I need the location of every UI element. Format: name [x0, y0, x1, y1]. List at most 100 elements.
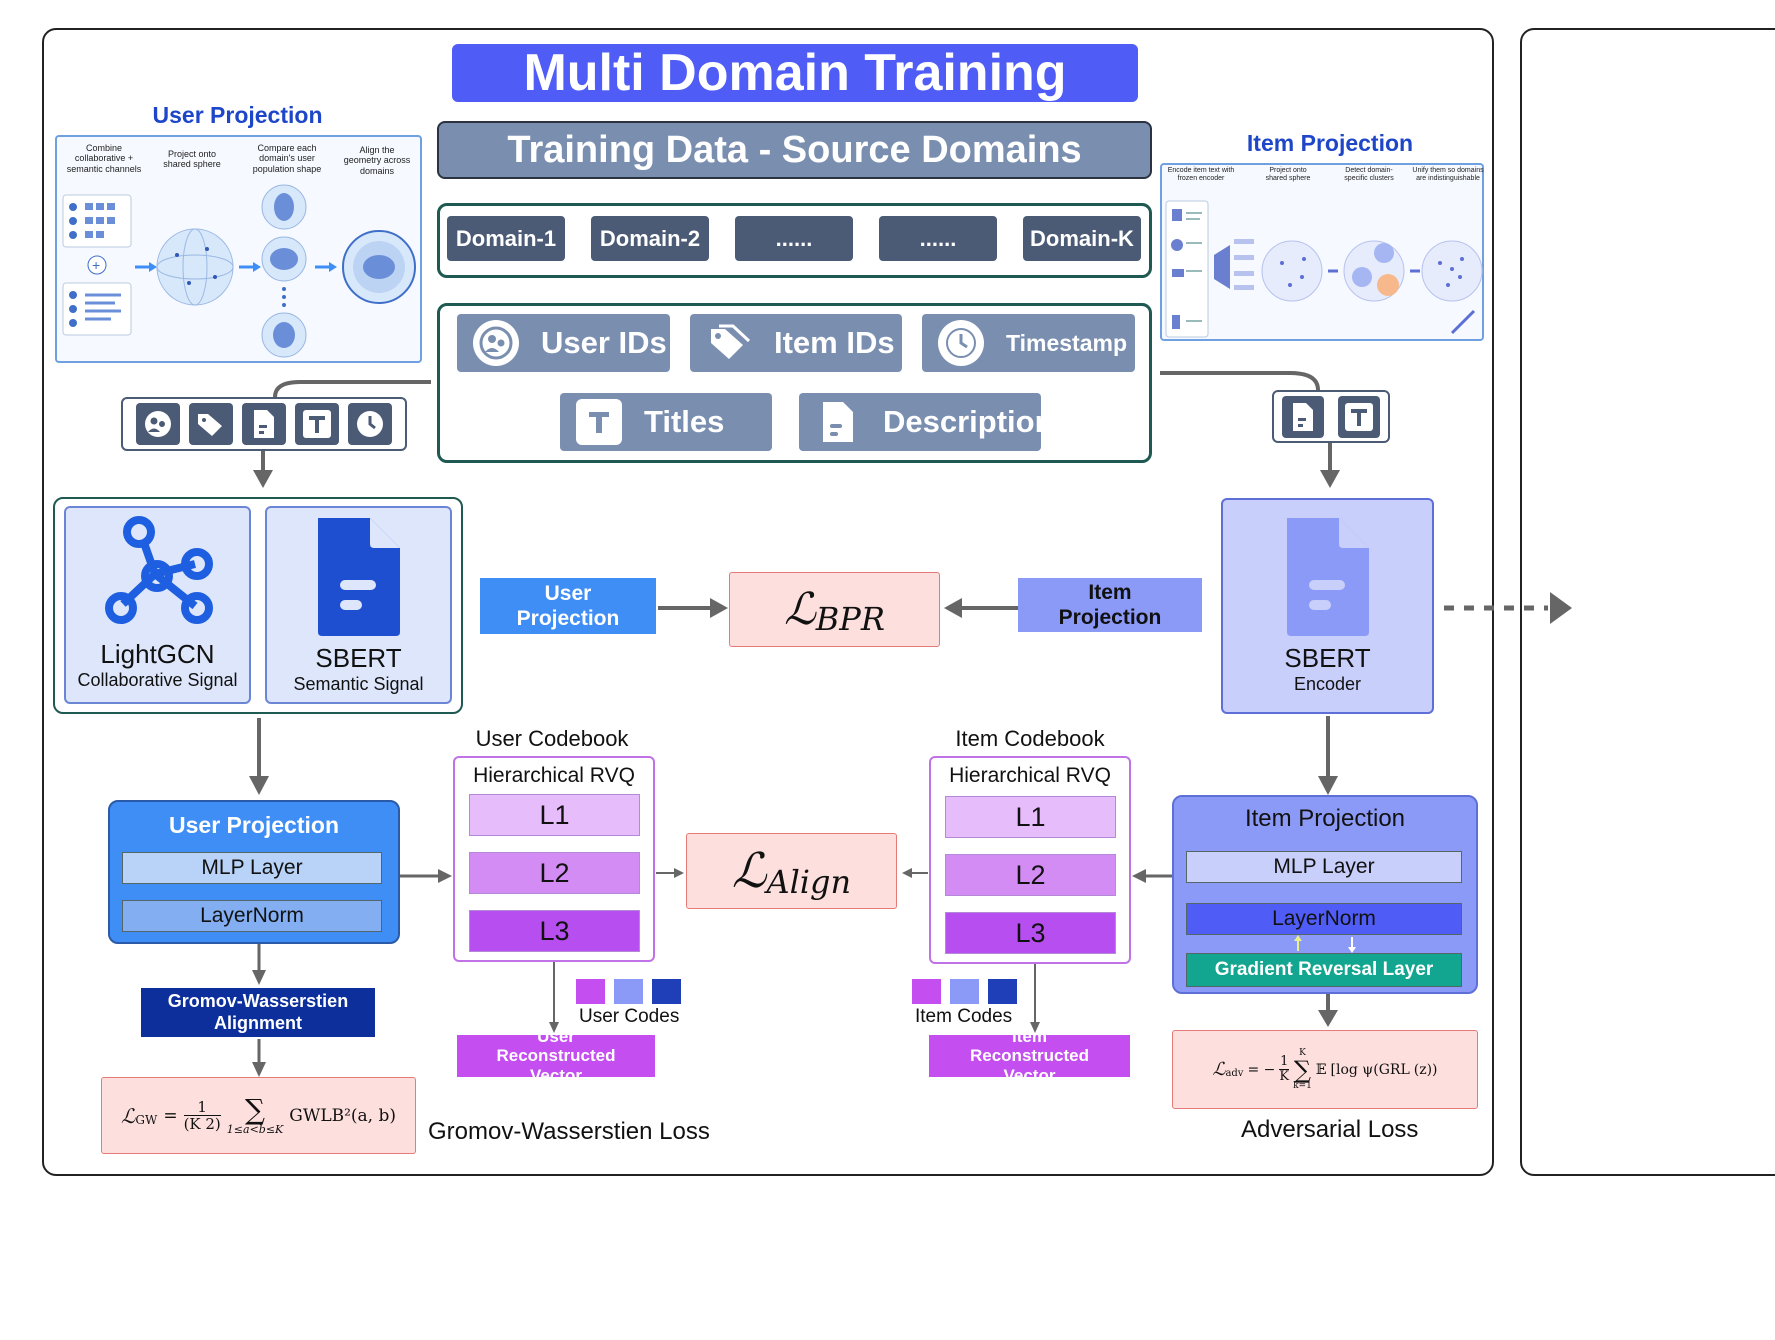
- mlp-layer: MLP Layer: [1186, 851, 1462, 883]
- feature-item-ids: Item IDs: [690, 314, 902, 372]
- sum-top: K: [1299, 1047, 1306, 1058]
- code-swatch: [576, 979, 605, 1004]
- feature-label: Titles: [644, 404, 725, 439]
- document-icon: [317, 518, 400, 636]
- users-icon: [135, 403, 180, 445]
- figure-caption: Unify them so domains are indistinguisha…: [1412, 167, 1484, 183]
- adv-term: [log ψ(GRL: [1330, 1061, 1410, 1078]
- code-swatch: [988, 979, 1017, 1004]
- item-projection-heading: Item Projection: [1246, 130, 1414, 156]
- loss-subscript: Align: [766, 863, 852, 901]
- rvq-level-2: L2: [945, 854, 1116, 896]
- figure-caption: Detect domain-specific clusters: [1344, 167, 1394, 183]
- loss-subscript: GW: [135, 1112, 158, 1127]
- sum-range: 1≤a<b≤K: [226, 1123, 284, 1136]
- adv-term-2: (z)): [1413, 1061, 1438, 1078]
- encoder-name: SBERT: [1284, 643, 1371, 673]
- rvq-level-1: L1: [469, 794, 640, 836]
- gw-loss-caption: Gromov-Wasserstien Loss: [428, 1118, 710, 1145]
- rvq-level-2: L2: [469, 852, 640, 894]
- sum-range: k=1: [1293, 1080, 1312, 1091]
- bpr-user-projection: User Projection: [480, 578, 656, 634]
- rvq-title: Hierarchical RVQ: [949, 764, 1111, 787]
- item-codes-label: Item Codes: [915, 1006, 1013, 1027]
- feature-label: Description: [883, 404, 1054, 439]
- encoder-subtitle: Semantic Signal: [293, 674, 424, 694]
- feature-label: Item IDs: [774, 325, 895, 360]
- item-rvq: Hierarchical RVQ L1 L2 L3: [929, 756, 1131, 964]
- loss-symbol: ℒ: [731, 843, 767, 899]
- adversarial-loss-caption: Adversarial Loss: [1241, 1116, 1419, 1143]
- sbert-user-encoder: SBERT Semantic Signal: [265, 506, 452, 704]
- user-reconstructed-vector: User Reconstructed Vector: [457, 1027, 655, 1085]
- domain-chip: Domain-1: [447, 216, 565, 261]
- gradient-reversal-layer: Gradient Reversal Layer: [1186, 953, 1462, 987]
- figure-caption: Compare each domain's user population sh…: [252, 143, 322, 174]
- svg-text:+: +: [92, 257, 100, 273]
- equals-sign: =: [163, 1105, 178, 1126]
- encoder-subtitle: Encoder: [1293, 674, 1362, 694]
- item-reconstructed-vector: Item Reconstructed Vector: [929, 1027, 1130, 1085]
- tag-icon: [706, 320, 752, 366]
- rvq-title: Hierarchical RVQ: [473, 764, 635, 787]
- feature-label: Timestamp: [1006, 329, 1128, 356]
- figure-caption: Project onto shared sphere: [163, 149, 221, 170]
- gradient-arrows: [1294, 935, 1356, 953]
- feature-label: User IDs: [541, 325, 667, 360]
- fraction: 1(K 2): [183, 1097, 221, 1133]
- domain-chip: ......: [879, 216, 997, 261]
- figure-caption: Combine collaborative + semantic channel…: [66, 143, 142, 174]
- encoder-name: LightGCN: [100, 639, 215, 669]
- layernorm: LayerNorm: [1186, 903, 1462, 935]
- mlp-layer: MLP Layer: [122, 852, 382, 884]
- loss-symbol: ℒ: [784, 584, 816, 635]
- figure-caption: Encode item text with frozen encoder: [1167, 167, 1235, 183]
- domain-chip: Domain-K: [1023, 216, 1141, 261]
- loss-symbol: ℒ: [1212, 1059, 1226, 1080]
- rvq-level-3: L3: [469, 910, 640, 952]
- document-icon: [1282, 395, 1324, 438]
- title-icon: [576, 399, 622, 445]
- feature-user-ids: User IDs: [457, 314, 670, 372]
- expectation: 𝔼: [1315, 1061, 1327, 1078]
- user-codebook-title: User Codebook: [475, 726, 629, 751]
- domain-chip: ......: [735, 216, 853, 261]
- sum-block: K∑k=1: [1293, 1047, 1312, 1091]
- next-panel-frame: [1520, 28, 1775, 1176]
- equals-sign: = −: [1247, 1061, 1276, 1078]
- user-codes-label: User Codes: [579, 1006, 680, 1027]
- sbert-item-encoder: SBERT Encoder: [1221, 498, 1434, 714]
- item-projection-figure: Encode item text with frozen encoder Pro…: [1160, 163, 1484, 341]
- document-icon: [1286, 518, 1369, 636]
- code-swatch: [950, 979, 979, 1004]
- feature-timestamp: Timestamp: [922, 314, 1135, 372]
- code-swatch: [614, 979, 643, 1004]
- sum-block: ∑1≤a<b≤K: [226, 1093, 284, 1136]
- item-code-swatches: [912, 979, 1018, 1004]
- users-icon: [473, 320, 519, 366]
- block-title: Item Projection: [1244, 805, 1406, 832]
- title-icon: [1338, 395, 1380, 438]
- loss-subscript: BPR: [815, 599, 885, 638]
- user-projection-illustration: +: [62, 184, 416, 358]
- loss-subscript: adv: [1225, 1068, 1244, 1079]
- user-projection-figure: Combine collaborative + semantic channel…: [55, 135, 422, 363]
- gw-term: GWLB²(a, b): [289, 1105, 397, 1126]
- user-feature-icons: [121, 397, 407, 451]
- document-icon: [241, 403, 286, 445]
- document-icon: [815, 399, 861, 445]
- rvq-level-1: L1: [945, 796, 1116, 838]
- block-title: User Projection: [169, 812, 339, 838]
- feature-titles: Titles: [560, 393, 772, 451]
- item-projection-illustration: [1165, 200, 1483, 338]
- layernorm: LayerNorm: [122, 900, 382, 932]
- code-swatch: [912, 979, 941, 1004]
- figure-caption: Project onto shared sphere: [1265, 167, 1311, 183]
- user-code-swatches: [576, 979, 682, 1004]
- loss-symbol: ℒ: [120, 1103, 136, 1128]
- item-projection-block: Item Projection MLP Layer LayerNorm Grad…: [1172, 795, 1478, 994]
